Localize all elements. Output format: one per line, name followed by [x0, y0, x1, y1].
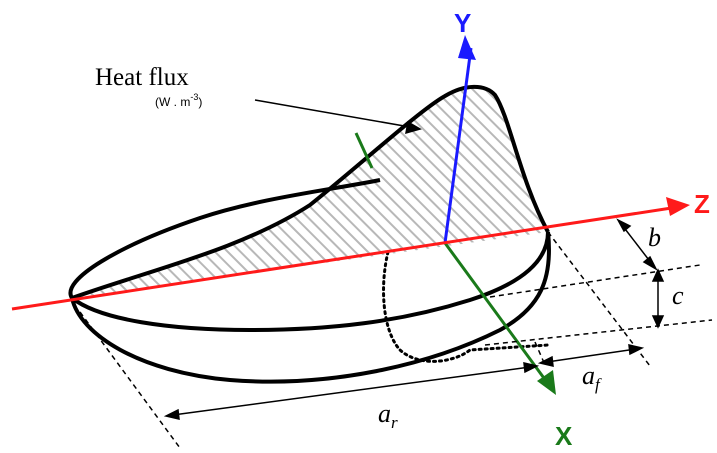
x-axis-line-back: [354, 132, 374, 169]
z-axis-label: Z: [694, 189, 710, 219]
heat-flux-pointer: [254, 99, 422, 135]
heat-flux-label: Heat flux: [95, 64, 189, 91]
z-axis-arrowhead: [666, 197, 690, 216]
y-axis-line: [443, 47, 473, 244]
ellipsoid-bottom-outline: [70, 231, 551, 384]
y-axis-label: Y: [454, 8, 471, 38]
cross-section-dotted-curve: [382, 250, 550, 363]
x-axis-label: X: [555, 421, 573, 451]
af-dimension-label: af: [582, 361, 602, 394]
ar-dimension-label: ar: [378, 399, 398, 432]
z-axis-line: [11, 205, 679, 311]
heat-flux-curve: [71, 84, 550, 300]
y-axis-arrowhead: [458, 35, 476, 60]
b-dimension-arrow: [616, 218, 658, 271]
ar-dimension-arrow: [163, 362, 540, 420]
heat-flux-unit: (W . m-3): [155, 92, 202, 109]
x-axis-line: [443, 242, 551, 386]
af-dimension-arrow: [537, 344, 645, 367]
x-axis-arrowhead: [537, 370, 556, 395]
c-dimension-arrow: [651, 268, 665, 329]
lower-ellipsoid-outline: [70, 231, 550, 333]
c-dimension-label: c: [672, 281, 684, 310]
b-dimension-label: b: [648, 223, 661, 252]
